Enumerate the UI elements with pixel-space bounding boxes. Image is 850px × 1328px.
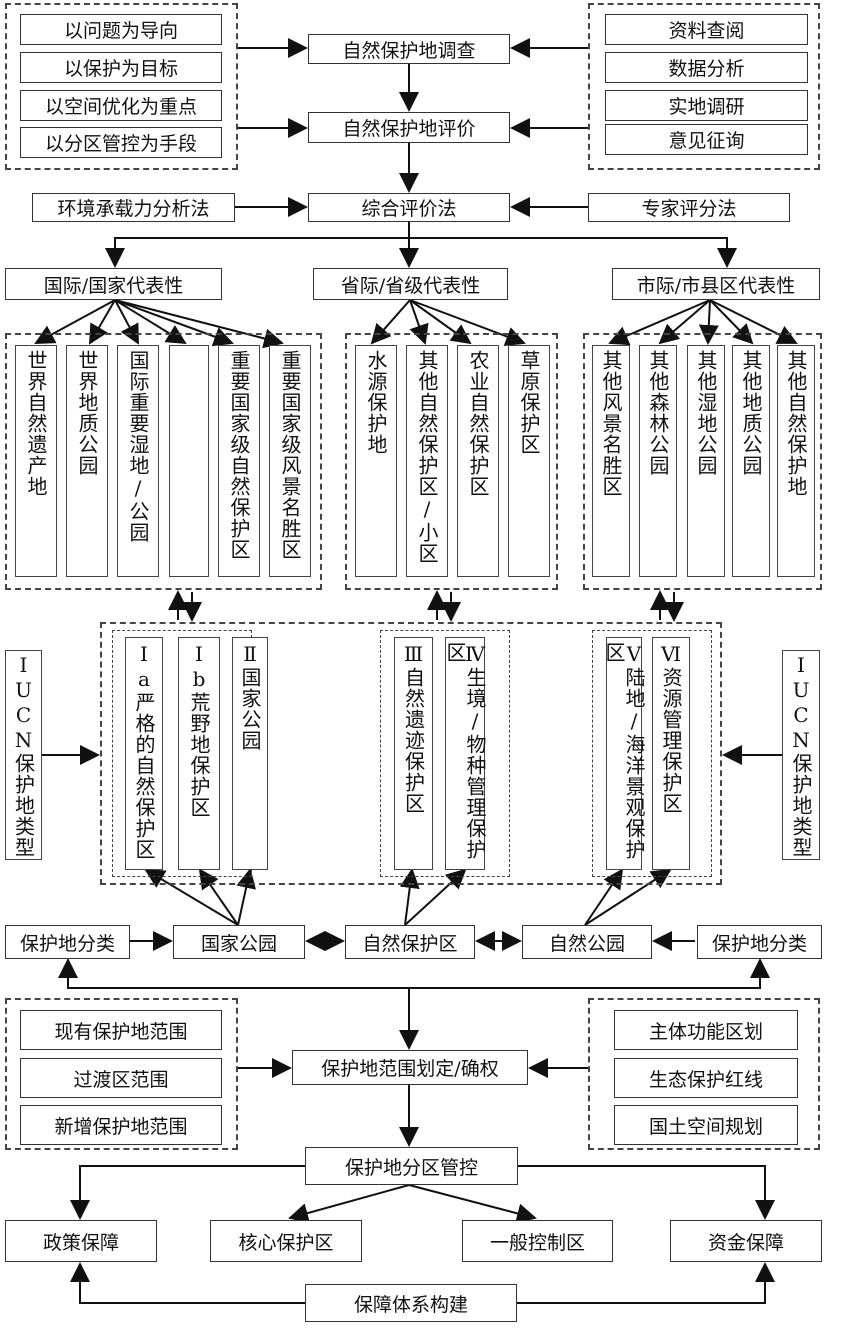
iucn-type: Ⅵ资源管理保护区	[652, 637, 690, 870]
iucn-subgroup	[380, 630, 510, 877]
iucn-type: Ⅲ自然遗迹保护区	[394, 637, 433, 870]
national-item: 世界地质公园	[66, 345, 108, 577]
iucn-type: Ⅰa严格的自然保护区	[125, 637, 163, 870]
funding-box: 资金保障	[670, 1220, 822, 1262]
scope-box: 过渡区范围	[20, 1058, 222, 1098]
nature-park-box: 自然公园	[522, 925, 652, 959]
principle-box: 以分区管控为手段	[20, 127, 222, 158]
city-item: 其他湿地公园	[687, 345, 725, 577]
method-box: 实地调研	[605, 90, 808, 121]
city-item: 其他森林公园	[639, 345, 677, 577]
core-zone-box: 核心保护区	[210, 1220, 362, 1262]
iucn-type: Ⅱ国家公园	[232, 637, 268, 870]
principle-box: 以保护为目标	[20, 52, 222, 83]
city-item: 其他地质公园	[732, 345, 770, 577]
zoning-box: 保护地分区管控	[305, 1147, 518, 1185]
planning-box: 主体功能区划	[614, 1010, 798, 1050]
iucn-label-right: IUCN保护地类型	[782, 650, 820, 860]
delimitation-box: 保护地范围划定/确权	[292, 1050, 528, 1085]
iucn-type: Ⅴ陆地/海洋景观保护区	[602, 637, 646, 870]
city-item: 其他风景名胜区	[592, 345, 630, 577]
method-box: 数据分析	[605, 52, 808, 83]
principle-box: 以问题为导向	[20, 14, 222, 45]
comprehensive-eval-box: 综合评价法	[308, 193, 510, 222]
method-box: 意见征询	[605, 124, 808, 155]
national-item: 重要国家级自然保护区	[218, 345, 260, 577]
classification-left: 保护地分类	[5, 925, 130, 959]
national-park-box: 国家公园	[173, 925, 305, 959]
national-item: 世界自然遗产地	[15, 345, 57, 577]
scope-box: 新增保护地范围	[20, 1105, 222, 1145]
iucn-subgroup	[592, 630, 712, 877]
provincial-item: 农业自然保护区	[457, 345, 499, 577]
national-item: 重要国家级风景名胜区	[269, 345, 311, 577]
general-zone-box: 一般控制区	[462, 1220, 613, 1262]
national-item	[169, 345, 209, 577]
iucn-label-left: IUCN保护地类型	[5, 650, 42, 860]
planning-box: 国土空间规划	[614, 1105, 798, 1145]
survey-box: 自然保护地调查	[308, 34, 510, 64]
national-item: 国际重要湿地/公园	[117, 345, 159, 577]
guarantee-box: 保障体系构建	[305, 1284, 517, 1322]
provincial-item: 草原保护区	[508, 345, 550, 577]
provincial-item: 水源保护地	[355, 345, 397, 577]
method-box: 资料查阅	[605, 14, 808, 45]
national-group	[5, 333, 322, 590]
principles-group	[5, 3, 238, 170]
city-group	[583, 333, 822, 590]
carrying-capacity-box: 环境承载力分析法	[32, 193, 235, 222]
city-item: 其他自然保护地	[777, 345, 815, 577]
iucn-type: Ⅳ生境/物种管理保护区	[443, 637, 487, 870]
scope-box: 现有保护地范围	[20, 1010, 222, 1050]
principle-box: 以空间优化为重点	[20, 90, 222, 121]
evaluation-box: 自然保护地评价	[308, 112, 510, 143]
planning-box: 生态保护红线	[614, 1058, 798, 1098]
iucn-group	[100, 622, 722, 885]
provincial-item: 其他自然保护区/小区	[406, 345, 448, 577]
expert-scoring-box: 专家评分法	[588, 193, 790, 222]
planning-group	[588, 998, 820, 1150]
methods-group	[588, 3, 820, 170]
classification-right: 保护地分类	[697, 925, 822, 959]
provincial-group	[345, 333, 558, 590]
scope-group	[5, 998, 238, 1150]
iucn-type: Ⅰb荒野地保护区	[178, 637, 220, 870]
nature-reserve-box: 自然保护区	[345, 925, 475, 959]
level-provincial: 省际/省级代表性	[313, 268, 508, 300]
level-city: 市际/市县区代表性	[612, 268, 820, 300]
policy-box: 政策保障	[5, 1220, 157, 1262]
level-national: 国际/国家代表性	[5, 268, 222, 300]
